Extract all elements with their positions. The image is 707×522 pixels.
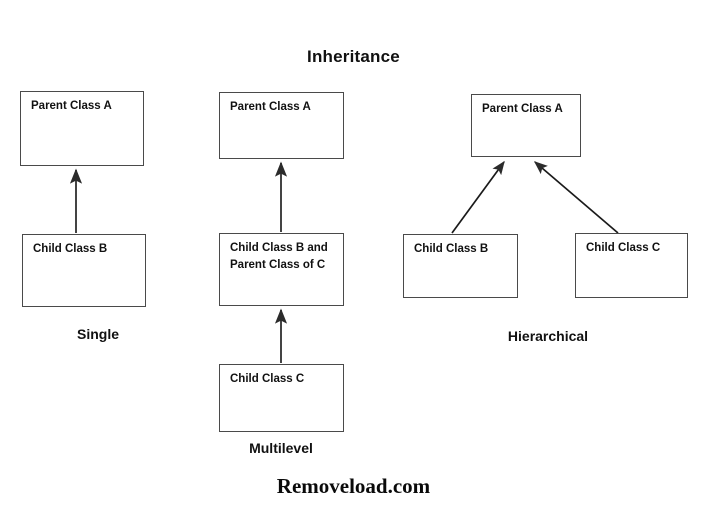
- box-label: Child Class B: [414, 243, 489, 255]
- box-label: Child Class C: [230, 373, 305, 385]
- caption-hierarchical: Hierarchical: [507, 328, 589, 344]
- box-multi-child-b-parent-c[interactable]: Child Class B and Parent Class of C: [219, 233, 344, 306]
- caption-single: Single: [76, 326, 119, 342]
- box-label-line-2: Parent Class of C: [230, 259, 326, 271]
- page-title: Inheritance: [307, 47, 400, 66]
- box-label-line-1: Child Class B and: [230, 242, 328, 254]
- box-single-parent-a[interactable]: Parent Class A: [20, 91, 144, 166]
- caption-multilevel: Multilevel: [249, 440, 313, 456]
- box-hier-child-c[interactable]: Child Class C: [575, 233, 688, 298]
- box-hier-child-b[interactable]: Child Class B: [403, 234, 518, 298]
- watermark-text: Removeload.com: [276, 474, 431, 498]
- arrow-hier-child-b-to-parent-a: [451, 160, 505, 234]
- box-label: Parent Class A: [230, 101, 311, 113]
- box-label: Parent Class A: [482, 103, 563, 115]
- box-multi-child-c[interactable]: Child Class C: [219, 364, 344, 432]
- box-label: Child Class B and Parent Class of C: [230, 240, 337, 274]
- box-label: Parent Class A: [31, 100, 112, 112]
- box-label: Child Class C: [586, 242, 661, 254]
- box-label: Child Class B: [33, 243, 108, 255]
- box-multi-parent-a[interactable]: Parent Class A: [219, 92, 344, 159]
- box-hier-parent-a[interactable]: Parent Class A: [471, 94, 581, 157]
- box-single-child-b[interactable]: Child Class B: [22, 234, 146, 307]
- arrow-hier-child-c-to-parent-a: [533, 161, 619, 234]
